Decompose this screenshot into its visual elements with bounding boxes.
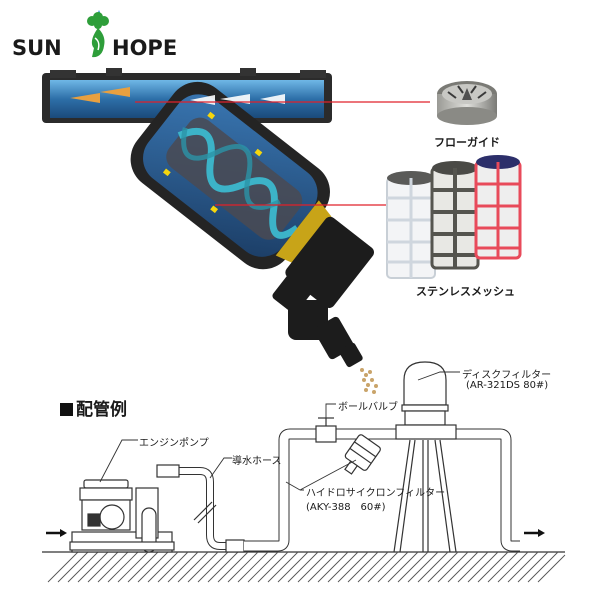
piping-diagram: [42, 361, 566, 583]
label-suction-hose: 導水ホース: [232, 456, 282, 467]
sediment-discharge: [360, 368, 378, 394]
engine-pump: [69, 479, 175, 553]
label-disc-filter-model: (AR-321DS 80#): [466, 380, 549, 391]
stainless-mesh-red: [474, 155, 522, 260]
logo-text-hope: HOPE: [112, 36, 178, 60]
square-bullet-icon: [60, 403, 73, 416]
logo-text-sun: SUN: [12, 36, 62, 60]
label-ball-valve: ボールバルブ: [338, 402, 398, 413]
stainless-mesh-white: [386, 171, 436, 279]
drain-valve: [272, 216, 374, 368]
label-hydrocyclone-filter: ハイドロサイクロンフィルター: [306, 488, 446, 499]
filter-body-cutaway: [130, 81, 332, 270]
piping-example-title: 配管例: [60, 395, 127, 420]
brand-logo: SUN HOPE: [12, 8, 182, 60]
ball-valve-symbol: [315, 417, 337, 443]
label-flow-guide: フローガイド: [434, 136, 500, 149]
flow-guide-part: [437, 81, 497, 125]
label-stainless-mesh: ステンレスメッシュ: [416, 285, 515, 298]
flow-arrows: [70, 87, 130, 103]
label-disc-filter: ディスクフィルター: [462, 370, 552, 381]
stainless-mesh-gray: [430, 161, 480, 270]
disc-filter-symbol: [393, 361, 457, 553]
piping-example-title-text: 配管例: [76, 400, 127, 420]
hydrocyclone-symbol: [344, 434, 381, 475]
label-hydrocyclone-model: (AKY-388 60#): [306, 502, 386, 513]
mascot-icon: [87, 10, 109, 58]
label-engine-pump: エンジンポンプ: [139, 438, 209, 449]
